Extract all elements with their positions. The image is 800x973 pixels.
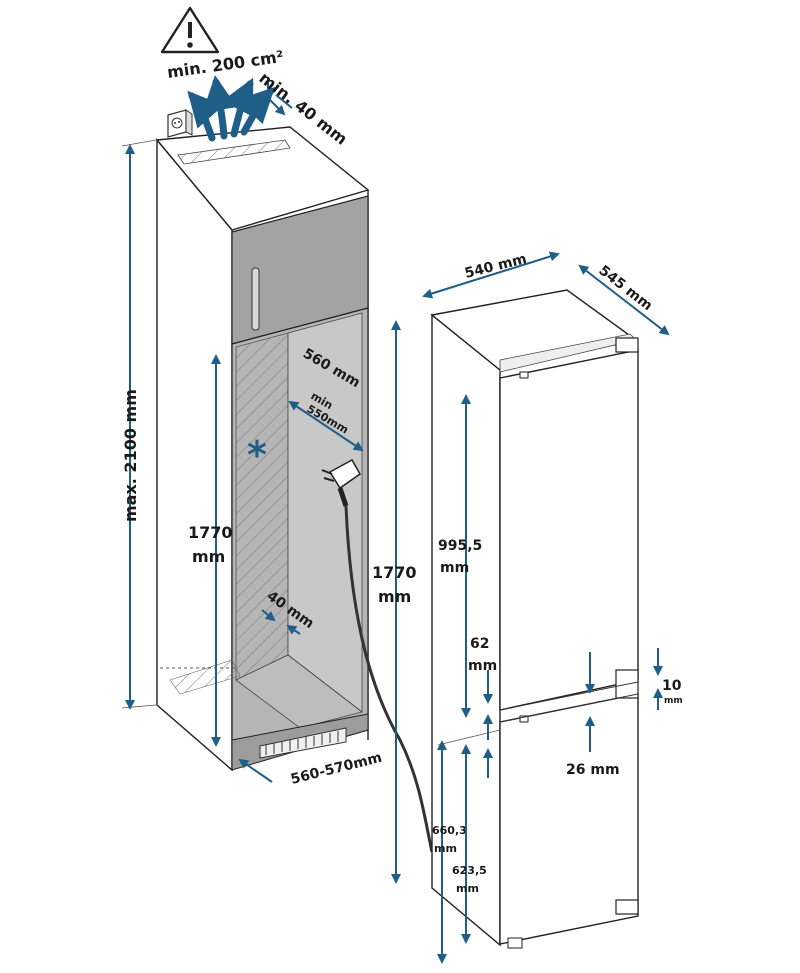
lower-623-dimension: 623,5 mm bbox=[452, 744, 487, 944]
gap-62-value: 62 bbox=[470, 636, 489, 652]
power-plug-icon bbox=[321, 458, 361, 507]
gap-10-dimension: 10 mm bbox=[653, 648, 683, 710]
asterisk-mark: * bbox=[247, 433, 267, 477]
upper-door-dimension: 995,5 mm bbox=[438, 394, 482, 718]
niche-height-dimension: 1770 mm bbox=[188, 354, 233, 747]
gap-10-value: 10 bbox=[662, 678, 682, 694]
ventilation-grille bbox=[259, 727, 347, 759]
gap-62-dimension: 62 mm bbox=[468, 636, 497, 740]
gap-26-label: 26 mm bbox=[566, 762, 620, 778]
upper-door-unit: mm bbox=[440, 560, 469, 576]
lower-660-value: 660,3 bbox=[432, 824, 467, 837]
depth-label: 545 mm bbox=[596, 263, 656, 315]
appliance bbox=[430, 289, 639, 949]
appliance-height-value: 1770 bbox=[372, 563, 417, 582]
upper-door-value: 995,5 bbox=[438, 538, 482, 554]
extension-line bbox=[437, 729, 501, 746]
lower-623-unit: mm bbox=[456, 882, 479, 895]
niche-height-value: 1770 bbox=[188, 523, 233, 542]
power-outlet-icon bbox=[167, 109, 193, 138]
warning-icon bbox=[160, 6, 220, 54]
gap-62-unit: mm bbox=[468, 658, 497, 674]
lower-623-value: 623,5 bbox=[452, 864, 487, 877]
width-label: 540 mm bbox=[463, 251, 528, 282]
power-cable bbox=[344, 505, 434, 853]
cabinet bbox=[155, 126, 370, 772]
airflow-arrows bbox=[187, 75, 275, 142]
niche-width-label: 560-570mm bbox=[289, 750, 384, 788]
max-height-dimension: max. 2100 mm bbox=[121, 139, 157, 710]
gap-26-dimension: 26 mm bbox=[566, 652, 620, 778]
appliance-height-unit: mm bbox=[378, 587, 411, 606]
max-height-label: max. 2100 mm bbox=[121, 389, 140, 522]
appliance-height-dimension: 1770 mm bbox=[372, 320, 417, 884]
width-dimension: 540 mm bbox=[422, 251, 560, 299]
lower-660-unit: mm bbox=[434, 842, 457, 855]
niche-height-unit: mm bbox=[192, 547, 225, 566]
gap-10-unit: mm bbox=[664, 696, 683, 706]
lower-660-dimension: 660,3 mm bbox=[432, 740, 467, 964]
